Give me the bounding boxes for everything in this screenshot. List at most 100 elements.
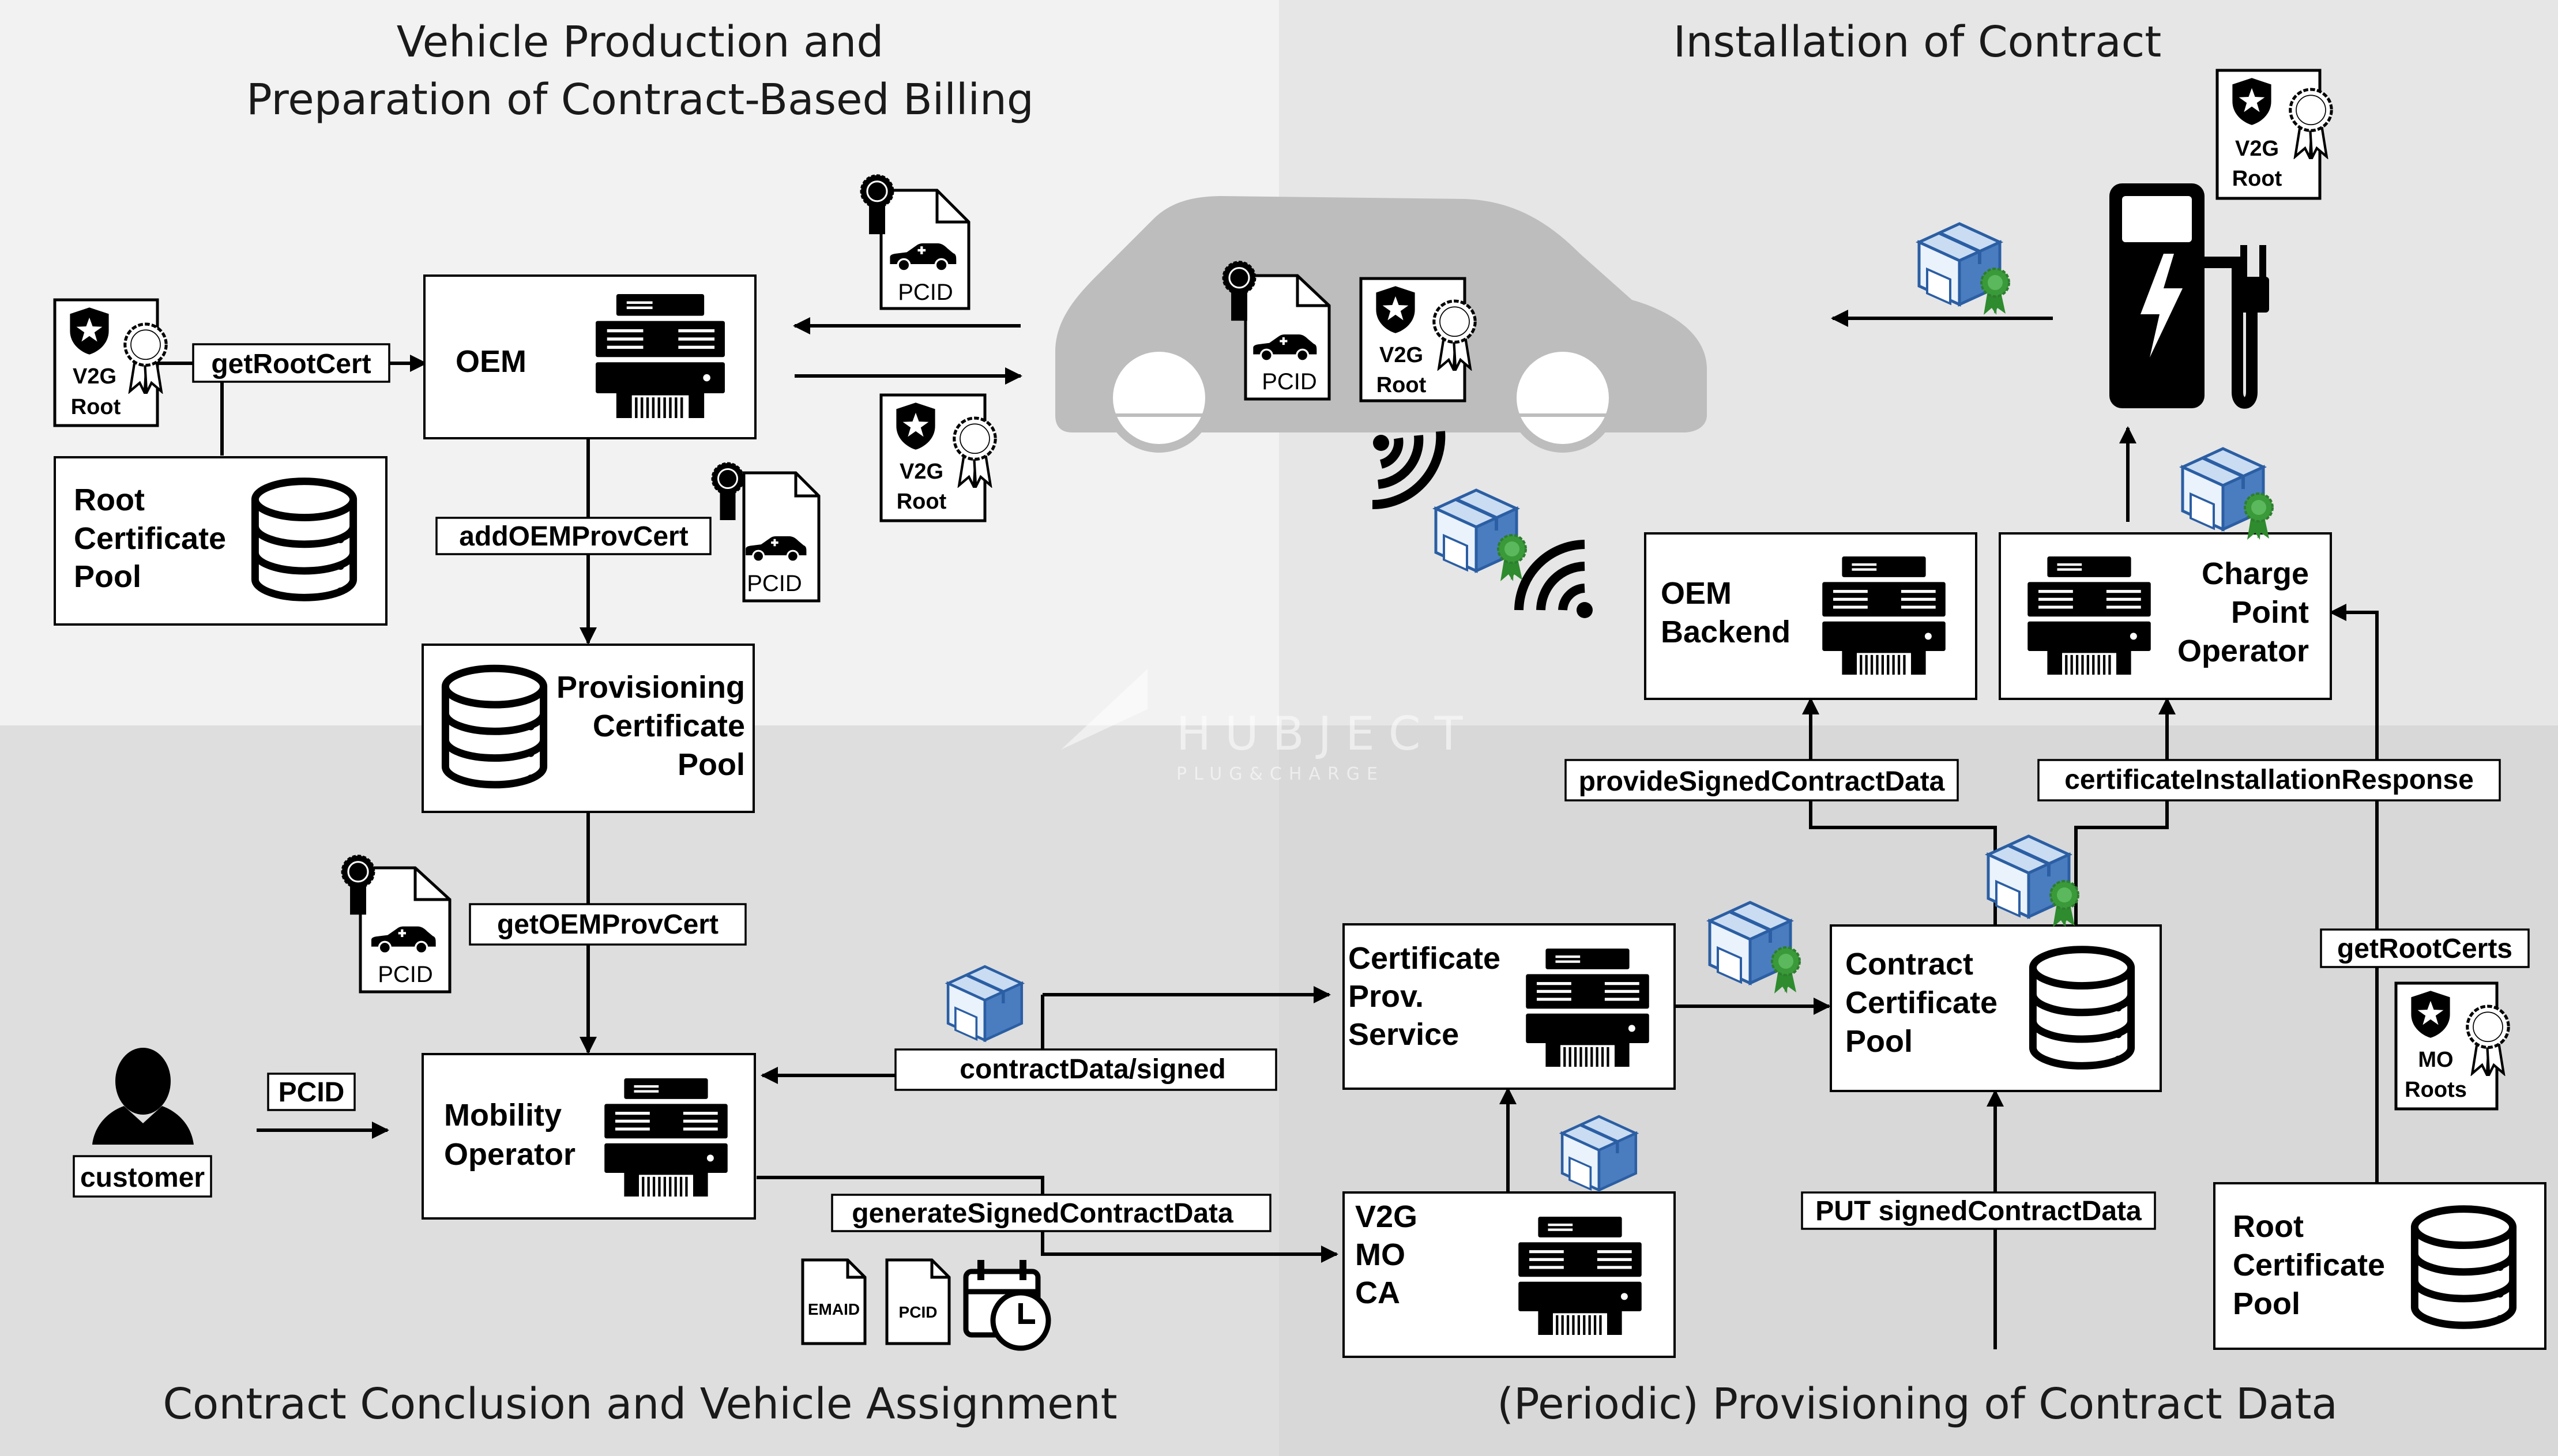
contract-certificate-pool: Contract Certificate Pool bbox=[1830, 924, 2162, 1092]
v2g-mo-ca-node: V2G MO CA bbox=[1342, 1191, 1676, 1358]
certificate-prov-service-node: Certificate Prov. Service bbox=[1342, 923, 1676, 1090]
svg-text:getRootCert: getRootCert bbox=[211, 349, 371, 379]
section-title-top-right: Installation of Contract bbox=[1673, 17, 2162, 67]
svg-text:Charge: Charge bbox=[2202, 556, 2309, 591]
pcid-document-icon: PCID bbox=[860, 174, 970, 310]
pcid-document-icon: PCID bbox=[341, 855, 452, 994]
svg-text:OEM: OEM bbox=[1661, 576, 1732, 611]
svg-text:Root: Root bbox=[1376, 373, 1427, 397]
v2g-root-certificate-icon: V2G Root bbox=[1359, 277, 1475, 402]
svg-text:PCID: PCID bbox=[378, 962, 433, 987]
wireless-signal-icon bbox=[1372, 431, 1446, 510]
svg-text:Pool: Pool bbox=[2233, 1286, 2300, 1321]
svg-text:EMAID: EMAID bbox=[808, 1300, 860, 1318]
charging-station-icon bbox=[2109, 183, 2269, 409]
section-title-bottom-left: Contract Conclusion and Vehicle Assignme… bbox=[163, 1379, 1117, 1429]
svg-text:Mobility: Mobility bbox=[444, 1098, 562, 1133]
svg-text:Operator: Operator bbox=[444, 1137, 575, 1172]
svg-text:provideSignedContractData: provideSignedContractData bbox=[1579, 766, 1945, 797]
pcid-document-icon: PCID bbox=[1222, 261, 1331, 401]
mobility-operator-node: Mobility Operator bbox=[422, 1053, 756, 1220]
svg-text:Root: Root bbox=[897, 490, 947, 514]
svg-text:Root: Root bbox=[2232, 167, 2282, 191]
svg-text:PLUG&CHARGE: PLUG&CHARGE bbox=[1176, 764, 1385, 784]
wireless-signal-icon bbox=[1514, 540, 1593, 618]
label-put-signedcontractdata: PUT signedContractData bbox=[1801, 1191, 2156, 1230]
calendar-clock-icon bbox=[963, 1260, 1051, 1351]
svg-text:Roots: Roots bbox=[2405, 1078, 2467, 1102]
svg-text:HUBJECT: HUBJECT bbox=[1176, 707, 1476, 761]
svg-text:Operator: Operator bbox=[2177, 634, 2309, 668]
svg-text:getRootCerts: getRootCerts bbox=[2337, 934, 2512, 964]
svg-text:MO: MO bbox=[1355, 1237, 1405, 1272]
pcid-document-icon: PCID bbox=[885, 1258, 951, 1345]
svg-text:Backend: Backend bbox=[1661, 615, 1790, 649]
svg-text:Root: Root bbox=[71, 395, 121, 419]
svg-text:V2G: V2G bbox=[1379, 343, 1423, 367]
section-title-top-left-line1: Vehicle Production and bbox=[397, 17, 884, 67]
customer-node: customer bbox=[73, 1048, 212, 1198]
section-title-bottom-right: (Periodic) Provisioning of Contract Data bbox=[1497, 1379, 2338, 1429]
hubject-watermark: HUBJECT PLUG&CHARGE bbox=[1061, 669, 1476, 784]
mo-roots-certificate-icon: MO Roots bbox=[2394, 981, 2508, 1111]
v2g-root-certificate-icon: V2G Root bbox=[879, 393, 995, 522]
oem-node: OEM bbox=[423, 274, 757, 439]
svg-text:MO: MO bbox=[2418, 1048, 2453, 1072]
svg-text:PUT signedContractData: PUT signedContractData bbox=[1815, 1196, 2142, 1226]
svg-text:Root: Root bbox=[2233, 1209, 2304, 1244]
svg-text:Provisioning: Provisioning bbox=[556, 670, 745, 705]
label-getrootcert: getRootCert bbox=[192, 343, 390, 383]
svg-text:V2G: V2G bbox=[2235, 137, 2279, 161]
svg-text:Certificate: Certificate bbox=[1845, 985, 1998, 1020]
root-certificate-pool-left: Root Certificate Pool bbox=[54, 456, 388, 626]
label-addoemprovcert: addOEMProvCert bbox=[435, 517, 712, 555]
svg-text:Root: Root bbox=[74, 483, 145, 517]
svg-text:Certificate: Certificate bbox=[74, 521, 226, 556]
svg-text:PCID: PCID bbox=[898, 280, 953, 305]
charge-point-operator-node: Charge Point Operator bbox=[1999, 532, 2332, 700]
svg-text:customer: customer bbox=[80, 1162, 205, 1193]
label-providesignedcontractdata: provideSignedContractData bbox=[1564, 759, 1959, 802]
svg-text:V2G: V2G bbox=[73, 364, 116, 389]
label-certificateinstallationresponse: certificateInstallationResponse bbox=[2037, 759, 2501, 802]
person-icon bbox=[92, 1048, 194, 1145]
svg-text:addOEMProvCert: addOEMProvCert bbox=[459, 521, 688, 552]
emaid-document-icon: EMAID bbox=[801, 1258, 867, 1345]
svg-text:PCID: PCID bbox=[747, 571, 802, 596]
label-getrootcerts: getRootCerts bbox=[2320, 928, 2530, 968]
svg-text:V2G: V2G bbox=[900, 460, 943, 484]
svg-text:PCID: PCID bbox=[1262, 369, 1317, 394]
svg-text:Service: Service bbox=[1348, 1017, 1459, 1052]
svg-text:contractData/signed: contractData/signed bbox=[960, 1054, 1225, 1085]
svg-text:Pool: Pool bbox=[1845, 1024, 1913, 1059]
label-pcid: PCID bbox=[267, 1073, 356, 1111]
svg-text:PCID: PCID bbox=[899, 1303, 938, 1321]
svg-text:Contract: Contract bbox=[1845, 947, 1973, 981]
pcid-document-icon: PCID bbox=[711, 462, 821, 603]
provisioning-certificate-pool: Provisioning Certificate Pool bbox=[422, 644, 755, 813]
contract-package-icon bbox=[948, 966, 1022, 1040]
oem-backend-node: OEM Backend bbox=[1644, 532, 1977, 700]
label-getoemprovcert: getOEMProvCert bbox=[469, 903, 747, 946]
svg-text:V2G: V2G bbox=[1355, 1199, 1417, 1234]
section-title-top-left-line2: Preparation of Contract-Based Billing bbox=[246, 75, 1034, 125]
svg-text:generateSignedContractData: generateSignedContractData bbox=[852, 1198, 1233, 1229]
label-generatesignedcontractdata: generateSignedContractData bbox=[831, 1194, 1272, 1232]
svg-text:PCID: PCID bbox=[279, 1077, 345, 1108]
v2g-root-certificate-icon: V2G Root bbox=[53, 298, 166, 427]
root-certificate-pool-right: Root Certificate Pool bbox=[2213, 1182, 2546, 1350]
v2g-root-certificate-icon: V2G Root bbox=[2215, 69, 2331, 200]
svg-text:Certificate: Certificate bbox=[1348, 941, 1500, 976]
svg-text:OEM: OEM bbox=[456, 344, 526, 379]
svg-text:Certificate: Certificate bbox=[2233, 1248, 2385, 1282]
svg-text:Prov.: Prov. bbox=[1348, 979, 1424, 1014]
svg-text:Certificate: Certificate bbox=[593, 709, 745, 743]
svg-text:Pool: Pool bbox=[74, 559, 141, 594]
svg-text:Point: Point bbox=[2231, 595, 2309, 630]
contract-package-icon bbox=[1562, 1116, 1636, 1190]
svg-text:CA: CA bbox=[1355, 1276, 1400, 1310]
label-contractdata-signed: contractData/signed bbox=[894, 1048, 1277, 1091]
svg-text:getOEMProvCert: getOEMProvCert bbox=[497, 909, 719, 940]
svg-text:certificateInstallationRespons: certificateInstallationResponse bbox=[2064, 765, 2474, 795]
svg-text:Pool: Pool bbox=[678, 747, 745, 782]
